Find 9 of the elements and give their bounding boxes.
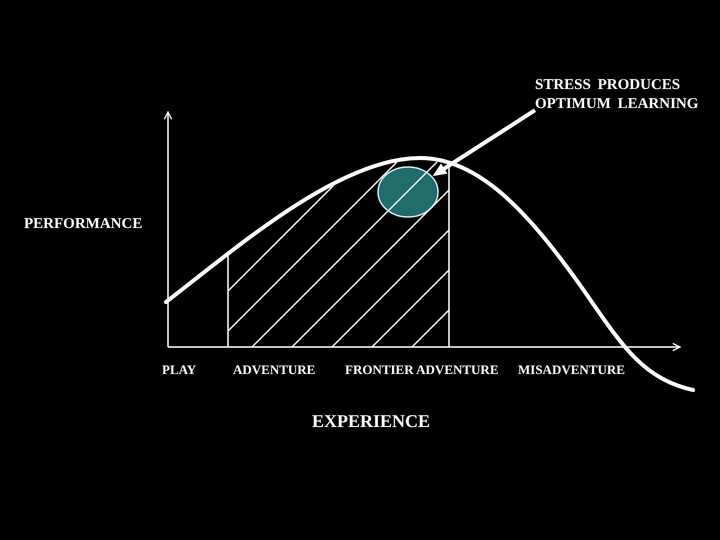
category-label: MISADVENTURE	[518, 363, 625, 378]
callout-text: STRESS PRODUCES OPTIMUM LEARNING	[535, 76, 711, 114]
arrow	[432, 108, 536, 176]
axis-label: EXPERIENCE	[312, 411, 430, 432]
category-label: ADVENTURE	[233, 363, 316, 378]
highlight-ellipse	[377, 166, 439, 218]
axis-label: PERFORMANCE	[24, 216, 142, 234]
category-label: PLAY	[162, 363, 196, 378]
category-label: FRONTIER ADVENTURE	[345, 363, 498, 378]
